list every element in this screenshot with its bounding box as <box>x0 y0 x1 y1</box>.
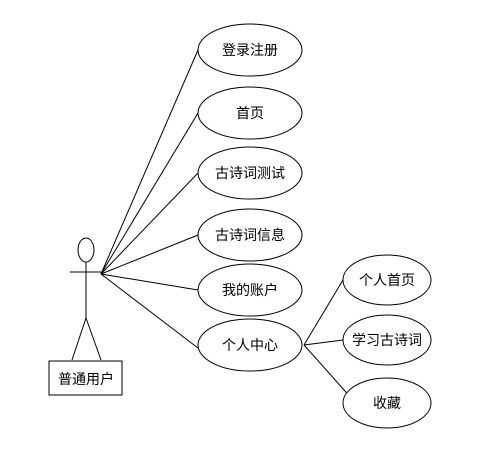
use-case-login: 登录注册 <box>197 23 303 77</box>
association-line-sub-home <box>303 279 344 346</box>
use-case-label: 个人中心 <box>222 338 278 354</box>
association-line-home <box>100 112 199 275</box>
use-case-my-account: 我的账户 <box>197 263 303 317</box>
use-case-label: 首页 <box>236 106 264 122</box>
actor-right-leg <box>85 317 102 361</box>
use-case-label: 古诗词测试 <box>215 166 285 182</box>
use-case-personal-center: 个人中心 <box>197 318 303 372</box>
use-case-study-poetry: 学习古诗词 <box>342 314 432 366</box>
association-line-login <box>100 49 199 275</box>
actor-figure <box>70 237 102 361</box>
use-case-label: 古诗词信息 <box>215 227 285 244</box>
association-line-sub-favorites <box>303 344 354 401</box>
actor-label-box: 普通用户 <box>48 360 123 396</box>
association-line-account <box>100 273 199 291</box>
actor-box <box>48 360 123 396</box>
association-line-sub-study <box>303 339 344 346</box>
use-case-label: 我的账户 <box>222 282 278 299</box>
association-line-info <box>100 234 199 275</box>
actor-label: 普通用户 <box>58 371 114 388</box>
use-case-home: 首页 <box>197 86 303 140</box>
use-case-label: 个人首页 <box>359 273 415 289</box>
use-case-favorites: 收藏 <box>342 377 432 429</box>
association-line-test <box>100 172 199 275</box>
actor-head <box>77 237 95 263</box>
use-case-label: 学习古诗词 <box>352 333 422 349</box>
association-line-center <box>100 273 199 349</box>
use-case-personal-home: 个人首页 <box>342 254 432 306</box>
use-case-poetry-test: 古诗词测试 <box>197 146 303 200</box>
use-case-label: 登录注册 <box>222 43 278 59</box>
center-associations <box>303 279 354 401</box>
use-case-poetry-info: 古诗词信息 <box>197 208 303 262</box>
actor-left-leg <box>71 317 87 361</box>
actor-associations <box>100 49 199 349</box>
use-case-label: 收藏 <box>373 396 401 412</box>
